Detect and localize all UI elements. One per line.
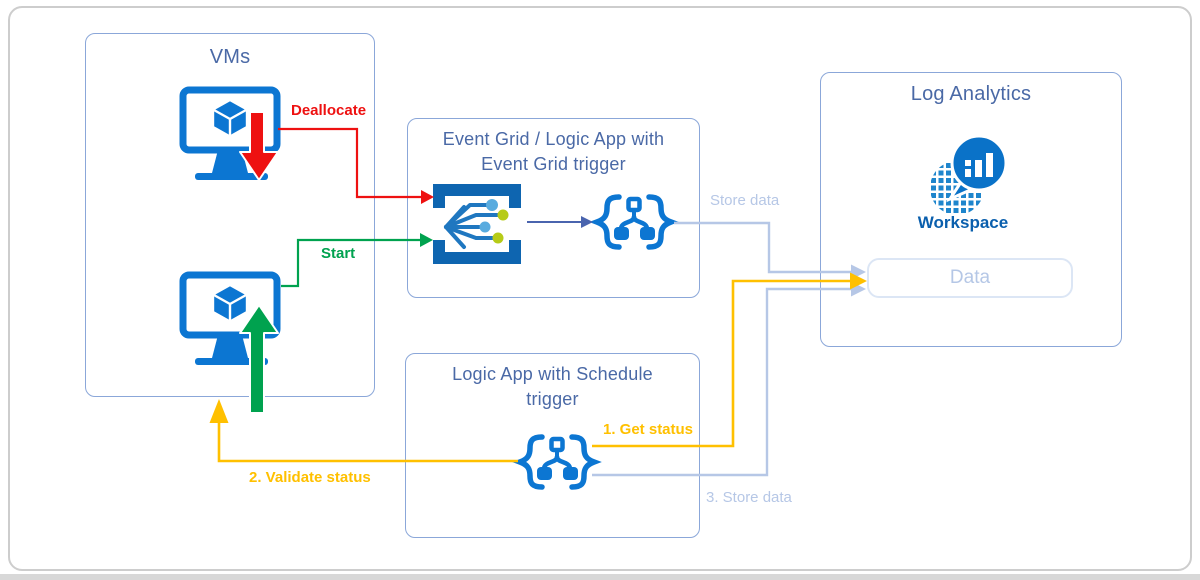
store-data-3-label: 3. Store data — [706, 489, 792, 506]
store-data-label: Store data — [710, 192, 780, 209]
diagram-frame — [8, 6, 1192, 571]
event-grid-box-title-line1: Event Grid / Logic App with — [442, 129, 665, 149]
data-box: Data — [867, 258, 1073, 298]
event-grid-icon — [433, 184, 521, 264]
event-grid-box-title-line2: Event Grid trigger — [481, 154, 626, 174]
start-label: Start — [321, 245, 356, 262]
vms-box-title: VMs — [209, 46, 251, 68]
deallocate-label: Deallocate — [291, 102, 367, 119]
schedule-box-title-line1: Logic App with Schedule — [452, 364, 653, 384]
window-bottom-edge — [0, 574, 1200, 580]
validate-status-label: 2. Validate status — [249, 469, 371, 486]
schedule-box-title-line2: trigger — [526, 389, 579, 409]
event-grid-box: Event Grid / Logic App with Event Grid t… — [407, 118, 700, 298]
vm-deallocate-icon — [179, 86, 281, 181]
logic-app-icon — [589, 194, 679, 250]
workspace-icon — [931, 134, 1008, 213]
get-status-label: 1. Get status — [603, 421, 694, 438]
vm-start-icon — [179, 271, 281, 414]
workspace-label: Workspace — [917, 213, 1009, 232]
logic-app-schedule-icon — [512, 434, 602, 490]
log-analytics-box-title: Log Analytics — [910, 83, 1032, 105]
